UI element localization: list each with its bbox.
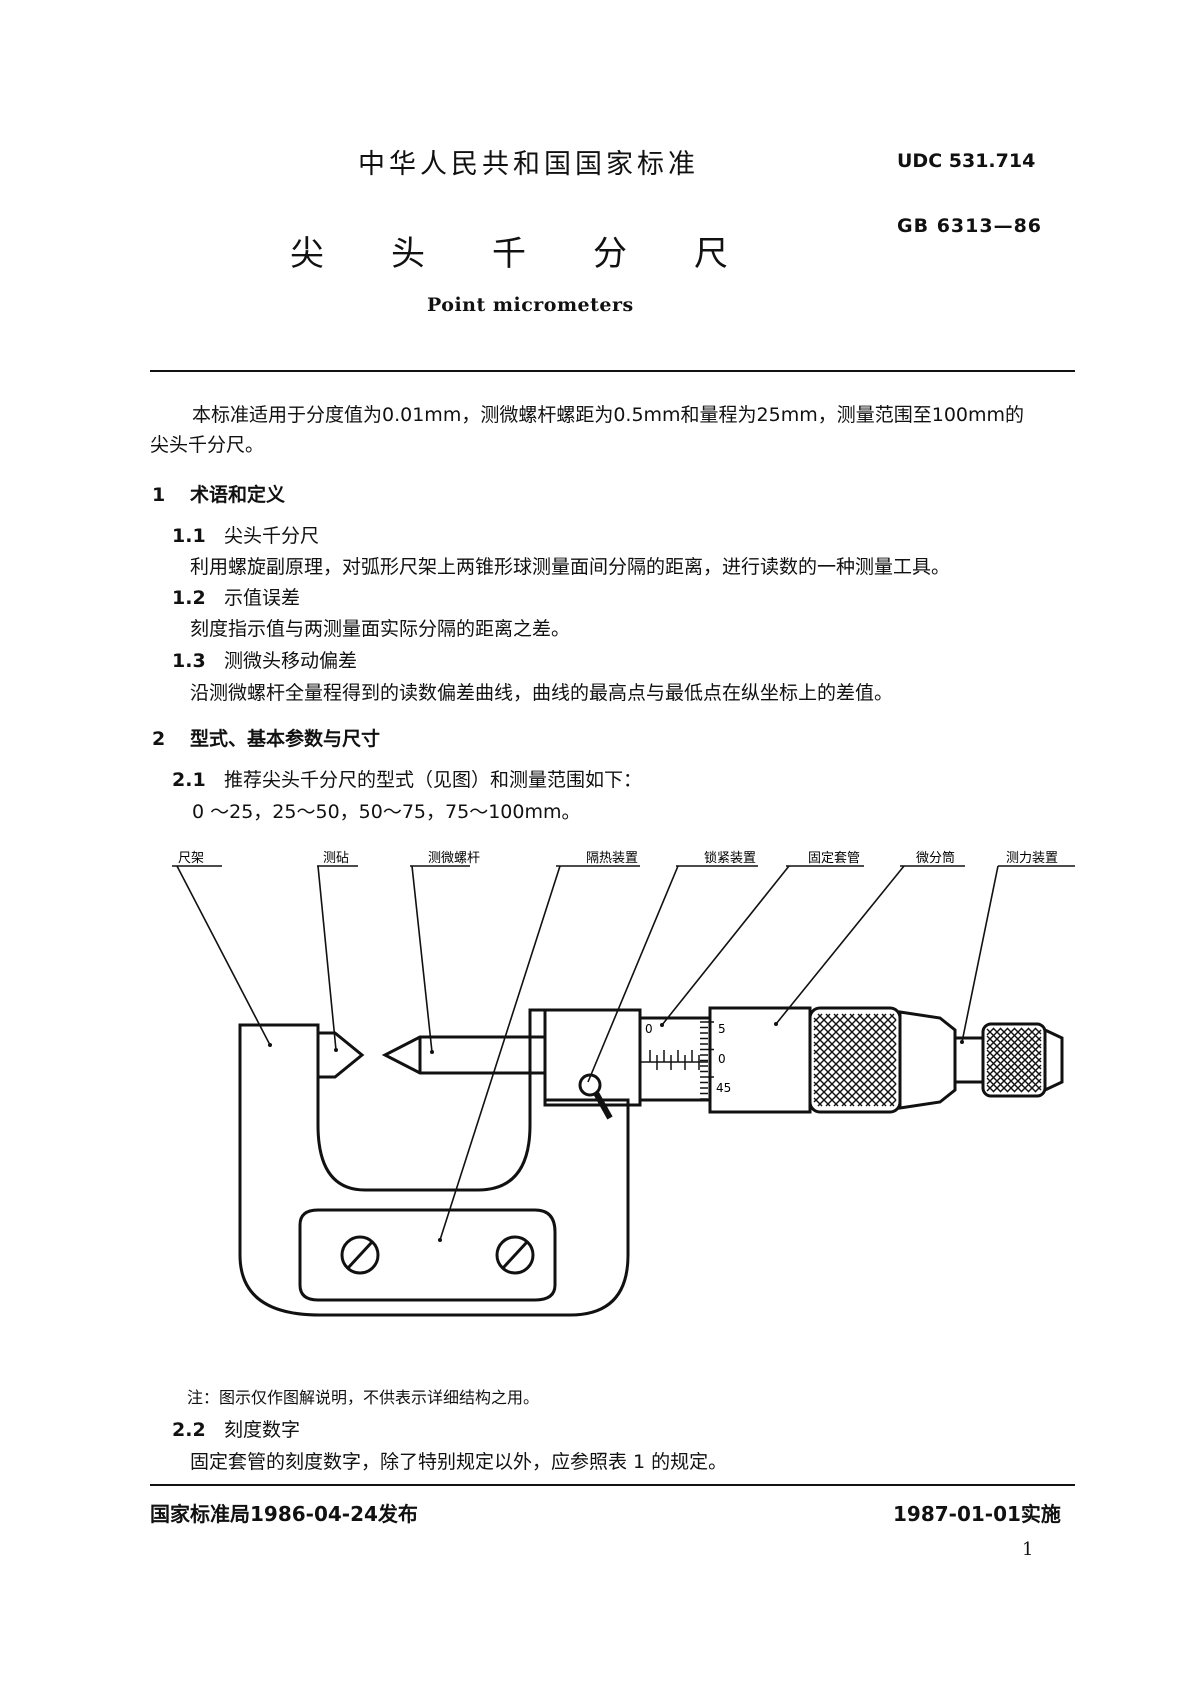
label-ratchet: 测力装置 bbox=[1006, 851, 1058, 866]
sleeve-ticks bbox=[649, 1050, 700, 1070]
label-heat-insulator: 隔热装置 bbox=[586, 851, 638, 866]
label-sleeve: 固定套管 bbox=[808, 850, 860, 866]
item-2-1-number: 2.1 bbox=[172, 769, 206, 791]
thimble-ticks bbox=[700, 1021, 714, 1100]
item-1-3-text: 沿测微螺杆全量程得到的读数偏差曲线，曲线的最高点与最低点在纵坐标上的差值。 bbox=[190, 682, 894, 704]
sleeve-zero: 0 bbox=[645, 1022, 653, 1036]
item-1-2-title: 示值误差 bbox=[224, 587, 301, 609]
label-lock-device: 锁紧装置 bbox=[704, 850, 756, 866]
screw-left bbox=[340, 1235, 380, 1275]
item-1-1-text: 利用螺旋副原理，对弧形尺架上两锥形球测量面间分隔的距离，进行读数的一种测量工具。 bbox=[190, 556, 951, 578]
item-1-3-heading: 1.3 测微头移动偏差 bbox=[172, 645, 357, 677]
intro-line-2: 尖头千分尺。 bbox=[150, 434, 265, 456]
label-frame: 尺架 bbox=[178, 851, 204, 866]
thimble-mark-0: 0 bbox=[718, 1052, 726, 1066]
item-2-2-number: 2.2 bbox=[172, 1419, 206, 1441]
standard-header: 中华人民共和国国家标准 bbox=[358, 149, 699, 180]
label-anvil: 测砧 bbox=[323, 851, 349, 866]
item-1-3-title: 测微头移动偏差 bbox=[224, 650, 358, 672]
thimble-mark-45: 45 bbox=[716, 1081, 731, 1095]
section-1-title: 术语和定义 bbox=[190, 484, 286, 506]
gb-code: GB 6313—86 bbox=[897, 215, 1043, 237]
header-rule bbox=[150, 370, 1075, 372]
item-2-2-title: 刻度数字 bbox=[224, 1419, 301, 1441]
item-2-2-heading: 2.2 刻度数字 bbox=[172, 1414, 300, 1446]
item-1-1-title: 尖头千分尺 bbox=[224, 525, 320, 547]
thimble-mark-5: 5 bbox=[718, 1022, 726, 1036]
lock-knob bbox=[578, 1073, 602, 1097]
item-1-3-number: 1.3 bbox=[172, 650, 206, 672]
section-2-title: 型式、基本参数与尺寸 bbox=[190, 728, 381, 750]
footer-rule bbox=[150, 1484, 1075, 1486]
item-1-1-heading: 1.1 尖头千分尺 bbox=[172, 520, 319, 552]
document-title: 尖头千分尺 bbox=[290, 234, 795, 274]
item-2-1-title: 推荐尖头千分尺的型式（见图）和测量范围如下： bbox=[224, 769, 643, 791]
knurl-pattern bbox=[813, 1013, 1042, 1107]
section-2-number: 2 bbox=[152, 728, 166, 750]
section-1-number: 1 bbox=[152, 484, 166, 506]
page-number: 1 bbox=[1022, 1539, 1034, 1560]
item-1-2-number: 1.2 bbox=[172, 587, 206, 609]
label-thimble: 微分筒 bbox=[916, 850, 955, 866]
item-1-2-text: 刻度指示值与两测量面实际分隔的距离之差。 bbox=[190, 618, 571, 640]
label-spindle: 测微螺杆 bbox=[428, 851, 480, 866]
issue-date: 国家标准局1986-04-24发布 bbox=[150, 1502, 418, 1526]
figure-note: 注：图示仅作图解说明，不供表示详细结构之用。 bbox=[187, 1388, 540, 1407]
spindle-shape bbox=[381, 1035, 545, 1075]
udc-code: UDC 531.714 bbox=[897, 150, 1036, 172]
section-1-heading: 1 术语和定义 bbox=[152, 480, 285, 507]
document-subtitle-en: Point micrometers bbox=[427, 294, 634, 316]
section-2-heading: 2 型式、基本参数与尺寸 bbox=[152, 724, 380, 751]
effective-date: 1987-01-01实施 bbox=[893, 1502, 1061, 1526]
heat-insulator-plate bbox=[298, 1208, 557, 1302]
frame-outline bbox=[238, 1008, 630, 1317]
ratchet-knurl bbox=[981, 1022, 1047, 1098]
screw-right bbox=[495, 1235, 535, 1275]
intro-line-1: 本标准适用于分度值为0.01mm，测微螺杆螺距为0.5mm和量程为25mm，测量… bbox=[192, 404, 1025, 426]
item-2-1-heading: 2.1 推荐尖头千分尺的型式（见图）和测量范围如下： bbox=[172, 764, 642, 796]
item-2-2-text: 固定套管的刻度数字，除了特别规定以外，应参照表 1 的规定。 bbox=[190, 1451, 728, 1473]
item-1-1-number: 1.1 bbox=[172, 525, 206, 547]
item-1-2-heading: 1.2 示值误差 bbox=[172, 582, 300, 614]
item-2-1-ranges: 0 ～25，25～50，50～75，75～100mm。 bbox=[192, 801, 581, 823]
anvil-shape bbox=[318, 1031, 365, 1079]
body-block bbox=[543, 1008, 642, 1107]
